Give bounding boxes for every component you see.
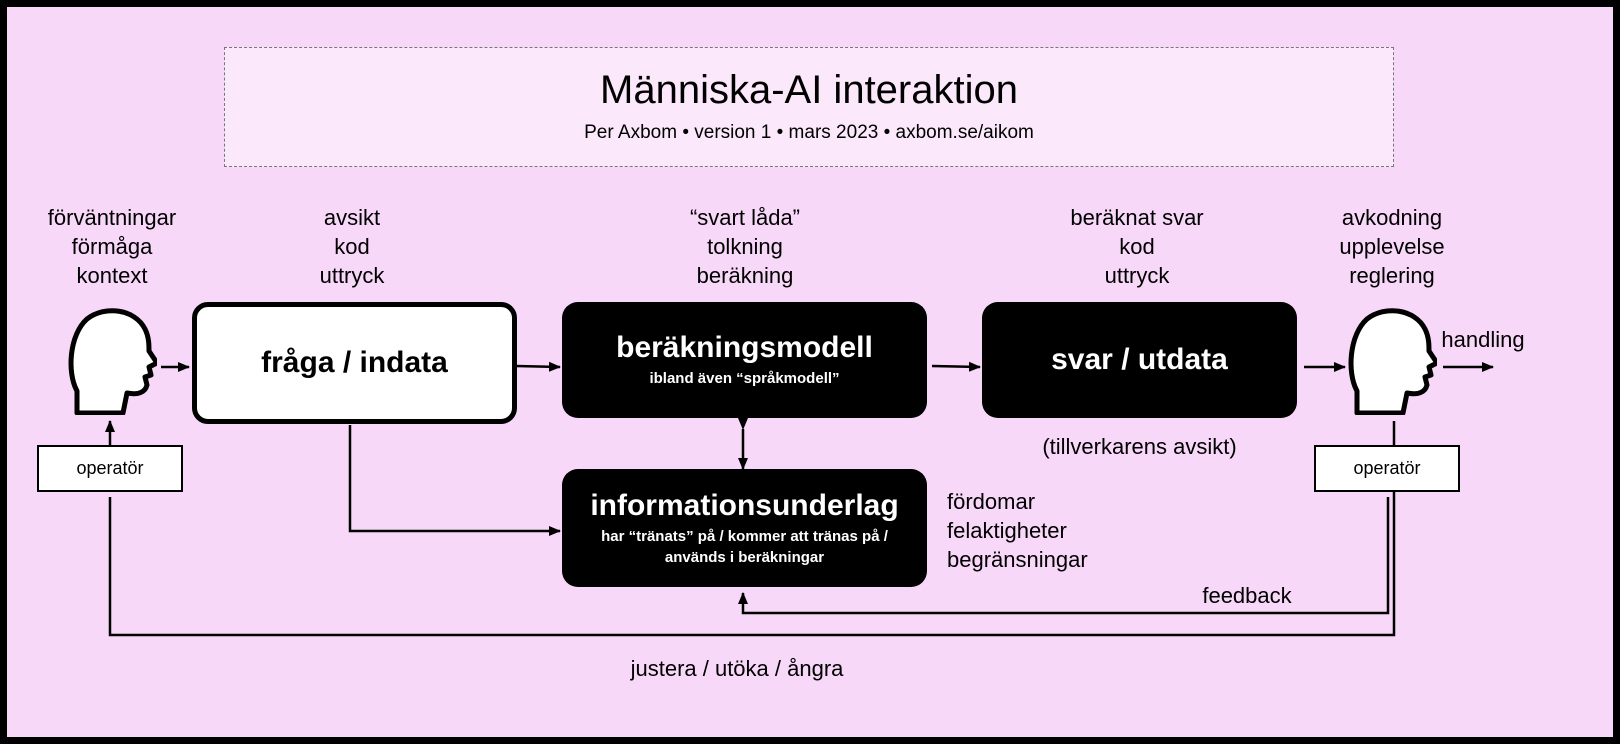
diagram-canvas: Människa-AI interaktion Per Axbom • vers…	[7, 7, 1613, 737]
label-line: uttryck	[319, 263, 385, 288]
label-line: beräknat svar	[1070, 205, 1204, 230]
data-box: informationsunderlag har “tränats” på / …	[562, 469, 927, 587]
operator-left-box: operatör	[37, 445, 183, 492]
label-line: kod	[334, 234, 370, 259]
arrow-question-to-model	[515, 361, 561, 372]
connector-lines	[105, 361, 1494, 637]
label-line: “svart låda”	[689, 205, 801, 230]
question-box-title: fråga / indata	[261, 346, 448, 379]
label-line: beräkning	[696, 263, 794, 288]
label-line: uttryck	[1104, 263, 1170, 288]
model-box-subtitle: ibland även “språkmodell”	[649, 370, 840, 387]
page-subtitle: Per Axbom • version 1 • mars 2023 • axbo…	[584, 122, 1034, 143]
data-issue: felaktigheter	[947, 518, 1067, 543]
head-profile-icon	[1348, 308, 1437, 415]
arrow-question-to-data	[348, 425, 561, 536]
data-issue: fördomar	[947, 489, 1036, 514]
head-profile-icon	[68, 308, 157, 415]
label-line: förväntningar	[47, 205, 177, 230]
label-model: “svart låda” tolkning beräkning	[645, 203, 845, 290]
data-box-subtitle-line: används i beräkningar	[664, 548, 825, 566]
label-question: avsikt kod uttryck	[277, 203, 427, 290]
feedback-label: feedback	[1202, 583, 1292, 608]
label-line: reglering	[1349, 263, 1435, 288]
data-box-subtitle-line: har “tränats” på / kommer att tränas på …	[601, 527, 888, 545]
label-line: avsikt	[323, 205, 381, 230]
question-box: fråga / indata	[192, 302, 517, 424]
arrow-feedback	[738, 497, 1390, 615]
label-line: tolkning	[707, 234, 783, 259]
adjust-label: justera / utöka / ångra	[630, 656, 844, 681]
data-box-title: informationsunderlag	[590, 488, 899, 522]
data-issues: fördomar felaktigheter begränsningar	[947, 487, 1147, 574]
operator-right-box: operatör	[1314, 445, 1460, 492]
title-box: Människa-AI interaktion Per Axbom • vers…	[224, 47, 1394, 167]
page-title: Människa-AI interaktion	[600, 68, 1018, 112]
label-human-in: förväntningar förmåga kontext	[27, 203, 197, 290]
model-box-title: beräkningsmodell	[616, 331, 873, 364]
label-line: upplevelse	[1339, 234, 1445, 259]
loop-adjust	[108, 421, 1396, 637]
model-box: beräkningsmodell ibland även “språkmodel…	[562, 302, 927, 418]
label-line: avkodning	[1341, 205, 1443, 230]
label-human-out: avkodning upplevelse reglering	[1307, 203, 1477, 290]
answer-note: (tillverkarens avsikt)	[1042, 434, 1237, 459]
answer-box: svar / utdata	[982, 302, 1297, 418]
label-line: förmåga	[71, 234, 153, 259]
label-answer: beräknat svar kod uttryck	[1037, 203, 1237, 290]
arrow-model-to-answer	[931, 361, 981, 372]
answer-box-title: svar / utdata	[1051, 343, 1228, 376]
action-label: handling	[1441, 327, 1525, 352]
label-line: kontext	[76, 263, 148, 288]
label-line: kod	[1119, 234, 1155, 259]
data-issue: begränsningar	[947, 547, 1088, 572]
